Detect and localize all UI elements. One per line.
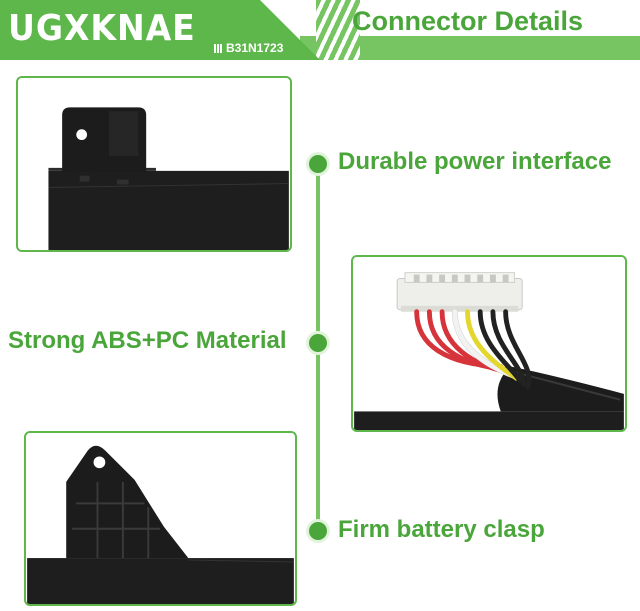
connector-pin <box>451 274 458 283</box>
connector-pin <box>439 274 446 283</box>
feature-material: Strong ABS+PC Material <box>8 327 287 354</box>
photo-connector <box>351 255 627 432</box>
connector-wire <box>465 309 519 381</box>
wire-bundle <box>413 274 532 390</box>
connector-pin <box>426 274 433 283</box>
photo-power-interface <box>16 76 292 252</box>
battery-corner-image <box>19 78 289 250</box>
timeline-node-icon <box>309 155 327 173</box>
section-title: Connector Details <box>352 6 584 36</box>
model-tag: B31N1723 <box>214 41 283 55</box>
timeline-node-icon <box>309 522 327 540</box>
feature-battery-clasp: Firm battery clasp <box>338 516 545 543</box>
connector-pin <box>477 274 484 283</box>
brand-banner: UGXKNAE B31N1723 <box>0 0 320 60</box>
feature-power-interface: Durable power interface <box>338 148 612 175</box>
photo-battery-clasp <box>24 431 297 606</box>
connector-wire <box>503 309 532 390</box>
model-number: B31N1723 <box>226 41 284 55</box>
connector-pin <box>413 274 420 283</box>
battery-clasp-image <box>27 433 294 604</box>
connector-pin <box>464 274 471 283</box>
connector-wire <box>477 309 523 384</box>
header-stripes <box>316 0 360 60</box>
connector-pin <box>489 274 496 283</box>
connector-pin <box>502 274 509 283</box>
connector-cable-image <box>354 257 624 430</box>
brand-logo: UGXKNAE <box>8 8 196 49</box>
connector-wire <box>490 309 527 387</box>
timeline-node-icon <box>309 334 327 352</box>
barcode-icon <box>214 43 223 53</box>
